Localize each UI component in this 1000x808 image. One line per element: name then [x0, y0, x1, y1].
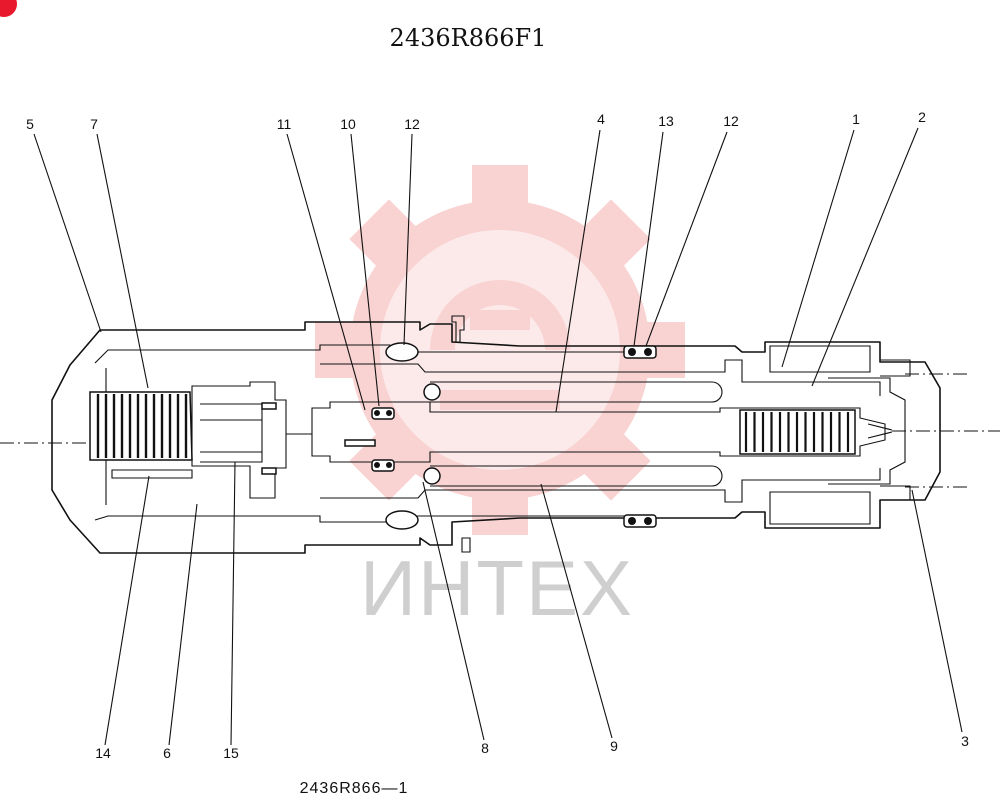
callout-12a: 12 [404, 116, 420, 132]
callout-1: 1 [852, 111, 860, 127]
callout-4: 4 [597, 111, 605, 127]
callout-11: 11 [277, 116, 292, 132]
callout-9: 9 [610, 738, 618, 754]
callout-labels: 5 7 11 10 12 4 13 12 1 2 14 6 15 8 9 3 [26, 109, 969, 761]
watermark-text: ИНТЕХ [360, 544, 634, 632]
callout-15: 15 [223, 745, 239, 761]
callout-8: 8 [481, 740, 489, 756]
valve-assembly [0, 315, 1000, 554]
callout-6: 6 [163, 745, 171, 761]
drawing-title: 2436R866F1 [390, 24, 547, 52]
callout-12b: 12 [723, 113, 739, 129]
callout-5: 5 [26, 116, 34, 132]
callout-13: 13 [658, 113, 674, 129]
spring-7 [89, 391, 193, 461]
callout-14: 14 [95, 745, 111, 761]
corner-badge [0, 0, 17, 17]
callout-7: 7 [90, 116, 98, 132]
spring-2 [739, 409, 856, 455]
figure-label: 2436R866—1 [300, 780, 409, 797]
callout-10: 10 [340, 116, 356, 132]
leader-lines [33, 127, 963, 746]
callout-2: 2 [918, 109, 926, 125]
callout-3: 3 [961, 733, 969, 749]
